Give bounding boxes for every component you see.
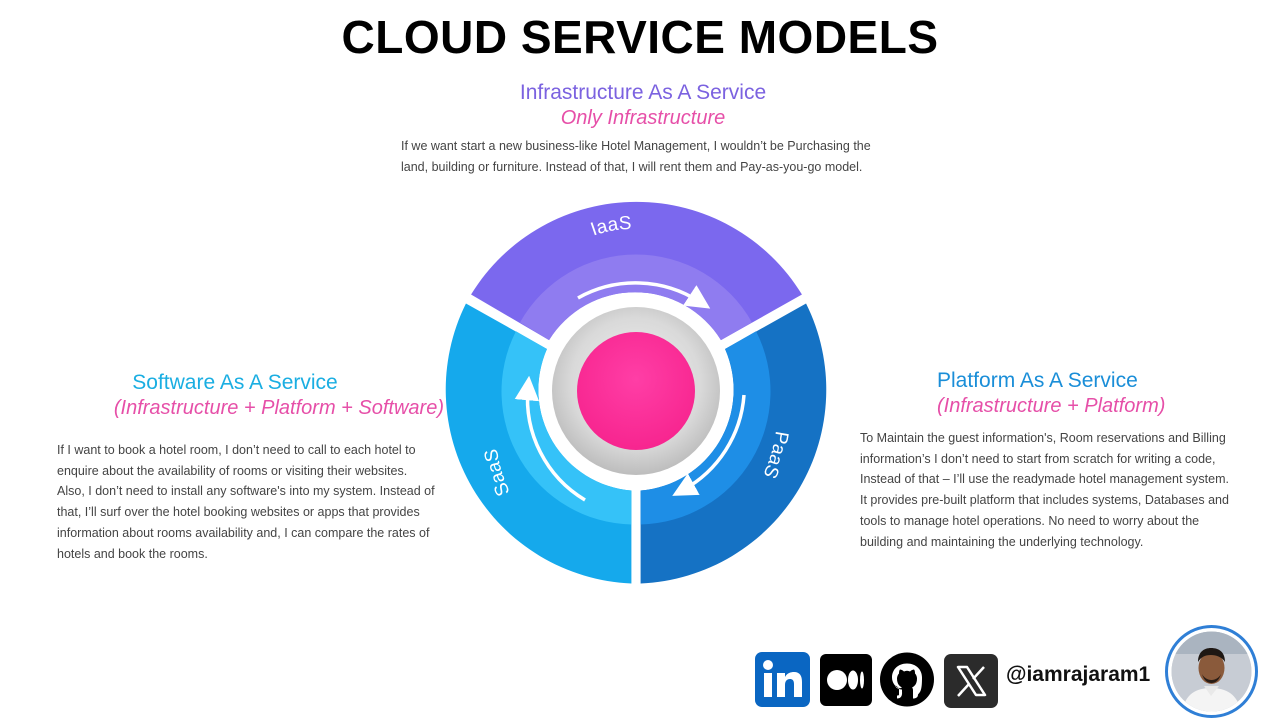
iaas-arrow-icon [577, 281, 711, 309]
paas-subheading: (Infrastructure + Platform) [937, 395, 1166, 417]
linkedin-icon[interactable] [755, 652, 810, 707]
saas-heading: Software As A Service [132, 371, 338, 394]
paas-description: To Maintain the guest information's, Roo… [860, 431, 1229, 549]
saas-description: If I want to book a hotel room, I don’t … [57, 443, 435, 561]
social-handle[interactable]: @iamrajaram1 [1006, 663, 1151, 686]
avatar [1165, 625, 1258, 718]
paas-arrow-icon [672, 394, 746, 496]
title-area: CLOUD SERVICE MODELS [0, 0, 1280, 70]
paas-heading: Platform As A Service [937, 369, 1138, 392]
page-title: CLOUD SERVICE MODELS [341, 11, 939, 63]
saas-subheading: (Infrastructure + Platform + Software) [113, 397, 444, 419]
saas-arrow-icon [514, 375, 586, 502]
paas-inner-ring [640, 331, 771, 525]
iaas-heading: Infrastructure As A Service [519, 81, 767, 104]
x-icon[interactable] [944, 654, 998, 708]
hub-core [577, 332, 695, 450]
iaas-description: If we want start a new business-like Hot… [401, 139, 871, 174]
iaas-subheading: Only Infrastructure [560, 107, 726, 129]
github-icon[interactable] [880, 652, 934, 707]
iaas-inner-ring [520, 254, 752, 341]
medium-icon[interactable] [820, 654, 872, 706]
